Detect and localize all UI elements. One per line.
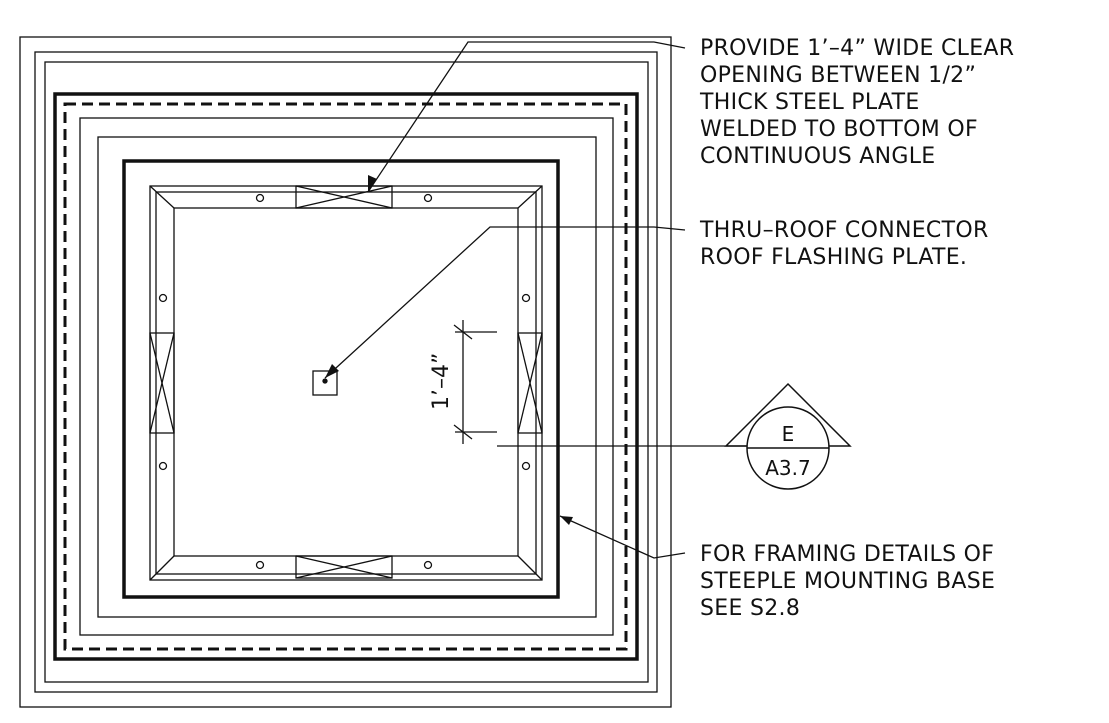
bolt-group: [158, 193, 531, 570]
roof-connector: [312, 370, 338, 396]
bolt-icon: [423, 560, 433, 570]
note-framing: FOR FRAMING DETAILS OF STEEPLE MOUNTING …: [700, 541, 995, 622]
note-connector: THRU–ROOF CONNECTOR ROOF FLASHING PLATE.: [700, 217, 989, 271]
note-line: THRU–ROOF CONNECTOR: [700, 218, 989, 243]
bolt-icon: [255, 560, 265, 570]
section-sheet: A3.7: [765, 456, 811, 480]
note-opening: PROVIDE 1’–4” WIDE CLEAR OPENING BETWEEN…: [700, 35, 1014, 170]
dimension-label: 1’–4”: [429, 353, 454, 410]
angle-frame-line: [155, 191, 537, 575]
section-id: E: [782, 422, 795, 446]
leader-arrowheads: [325, 175, 573, 525]
note-line: PROVIDE 1’–4” WIDE CLEAR: [700, 36, 1015, 61]
steel-plate-bottom: [295, 555, 393, 579]
bolt-icon: [158, 461, 168, 471]
note-line: ROOF FLASHING PLATE.: [700, 245, 968, 270]
arrowhead-icon: [560, 516, 573, 525]
curb-outline: [34, 51, 658, 693]
note-line: THICK STEEL PLATE: [700, 90, 920, 115]
note-line: CONTINUOUS ANGLE: [700, 144, 936, 169]
bolt-icon: [521, 293, 531, 303]
steel-plate-top: [295, 185, 393, 209]
arrowhead-icon: [325, 364, 339, 378]
steel-plate-right: [517, 332, 543, 434]
leader-lines: [324, 41, 686, 559]
bolt-icon: [423, 193, 433, 203]
outer-boundary: [19, 36, 672, 708]
note-line: FOR FRAMING DETAILS OF: [700, 542, 995, 567]
note-line: WELDED TO BOTTOM OF: [700, 117, 978, 142]
arrowhead-icon: [368, 175, 377, 192]
flashing-inner-outline: [97, 136, 597, 618]
leader-connector: [324, 226, 686, 379]
flashing-outline: [79, 117, 614, 636]
bolt-icon: [158, 293, 168, 303]
dimension-line: [453, 320, 748, 447]
clear-opening: [173, 207, 519, 557]
hidden-edge-dashed: [63, 102, 628, 651]
leader-framing: [559, 515, 686, 559]
steel-plate-left: [149, 332, 175, 434]
curb-inner-outline: [44, 61, 649, 683]
note-line: OPENING BETWEEN 1/2”: [700, 63, 977, 88]
leader-opening: [367, 41, 686, 193]
frame-outline: [122, 159, 560, 599]
bolt-icon: [255, 193, 265, 203]
mounting-base-outline: [53, 92, 639, 661]
note-line: STEEPLE MOUNTING BASE: [700, 569, 996, 594]
section-marker: E A3.7: [724, 382, 852, 490]
note-line: SEE S2.8: [700, 596, 801, 621]
angle-frame-outer: [149, 185, 543, 581]
bolt-icon: [521, 461, 531, 471]
